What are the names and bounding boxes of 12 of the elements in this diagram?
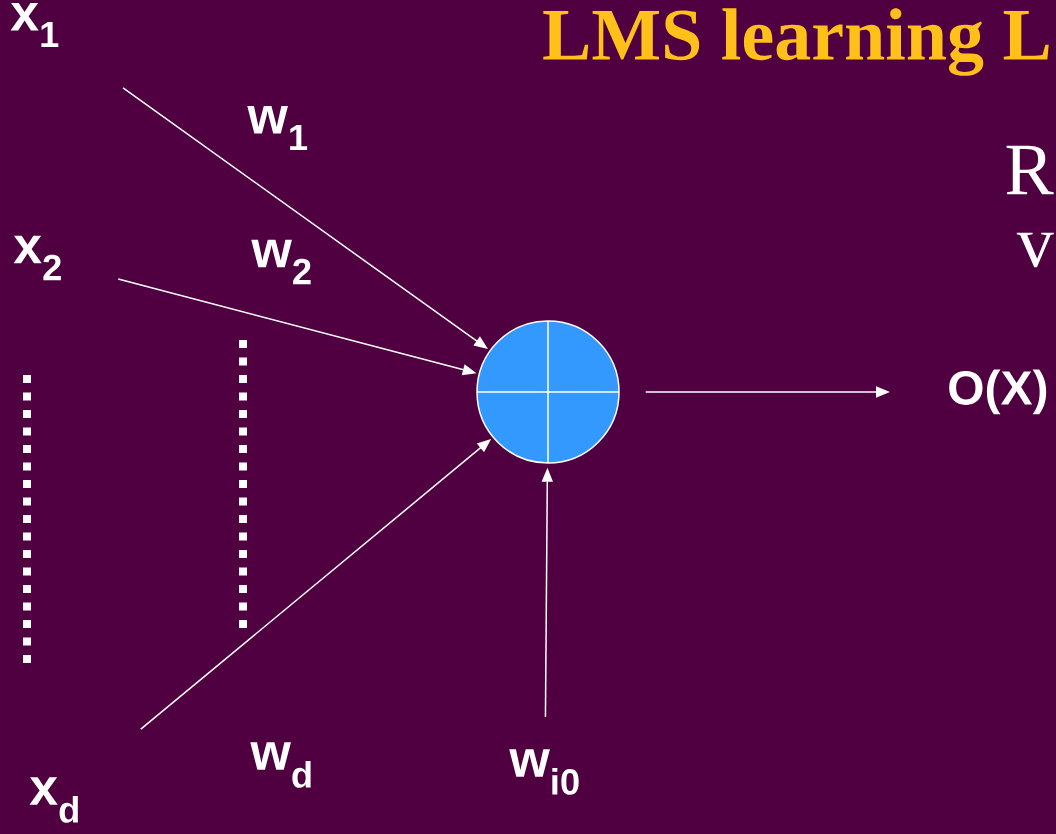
variable-label: x$_{2}$: [13, 235, 61, 281]
text-fragment: R: [1006, 145, 1054, 195]
edge-label: w$_{d}$: [250, 742, 311, 788]
variable-label: w$_{i0}$: [509, 749, 579, 795]
variable-label: x$_{d}$: [29, 777, 78, 823]
output-label: O(X): [949, 369, 1047, 415]
title: LMS learning L: [543, 8, 1049, 76]
edge-label: w$_{1}$: [247, 106, 308, 150]
edge-label: w$_{2}$: [251, 239, 311, 285]
text-fragment: v: [1016, 232, 1054, 268]
summing-junction: [476, 320, 620, 464]
variable-label: x$_{1}$: [10, 3, 59, 47]
